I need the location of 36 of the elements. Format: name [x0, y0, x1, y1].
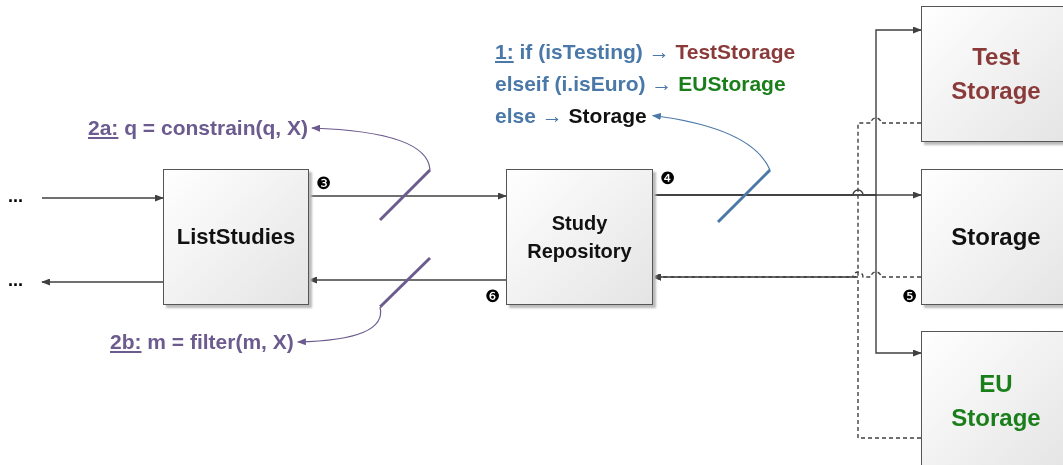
storage-box — [921, 6, 1063, 142]
box-label: Storage — [950, 222, 1042, 253]
ellipsis-text: ... — [8, 186, 23, 207]
arrow — [41, 194, 164, 202]
step-number: 2b: — [110, 330, 142, 353]
code-text: EUStorage — [678, 72, 786, 95]
step-number-marker: ❺ — [902, 288, 917, 305]
storage-box — [921, 169, 1063, 305]
dashed-arrow — [652, 273, 922, 439]
curved-arrow — [297, 256, 432, 346]
arrow — [308, 192, 507, 200]
step-number-marker: ❸ — [316, 175, 331, 192]
arrow — [41, 278, 164, 286]
code-text: m = filter(m, X) — [147, 330, 294, 353]
step-number-marker: ❹ — [660, 170, 675, 187]
process-box — [163, 169, 309, 305]
code-text: else → — [495, 104, 563, 127]
repository-box — [506, 169, 653, 305]
step-number: 1: — [495, 40, 514, 63]
code-text: elseif (i.isEuro) → — [495, 72, 673, 95]
code-text: Storage — [568, 104, 647, 127]
box-label: EU Storage — [950, 369, 1042, 433]
step-number-marker: ❻ — [485, 288, 500, 305]
curved-arrow — [311, 124, 432, 222]
box-label: ListStudies — [175, 222, 297, 251]
box-label: Test Storage — [950, 42, 1042, 106]
curved-arrow — [652, 112, 772, 224]
ellipsis-text: ... — [8, 270, 23, 291]
step-number: 2a: — [88, 116, 119, 139]
code-text: if (isTesting) → — [519, 40, 670, 63]
arrow — [308, 276, 507, 284]
box-label: Study Repository — [526, 211, 633, 264]
code-text: q = constrain(q, X) — [124, 116, 308, 139]
storage-box — [921, 331, 1063, 465]
arrow — [652, 194, 922, 357]
code-text: TestStorage — [675, 40, 796, 63]
